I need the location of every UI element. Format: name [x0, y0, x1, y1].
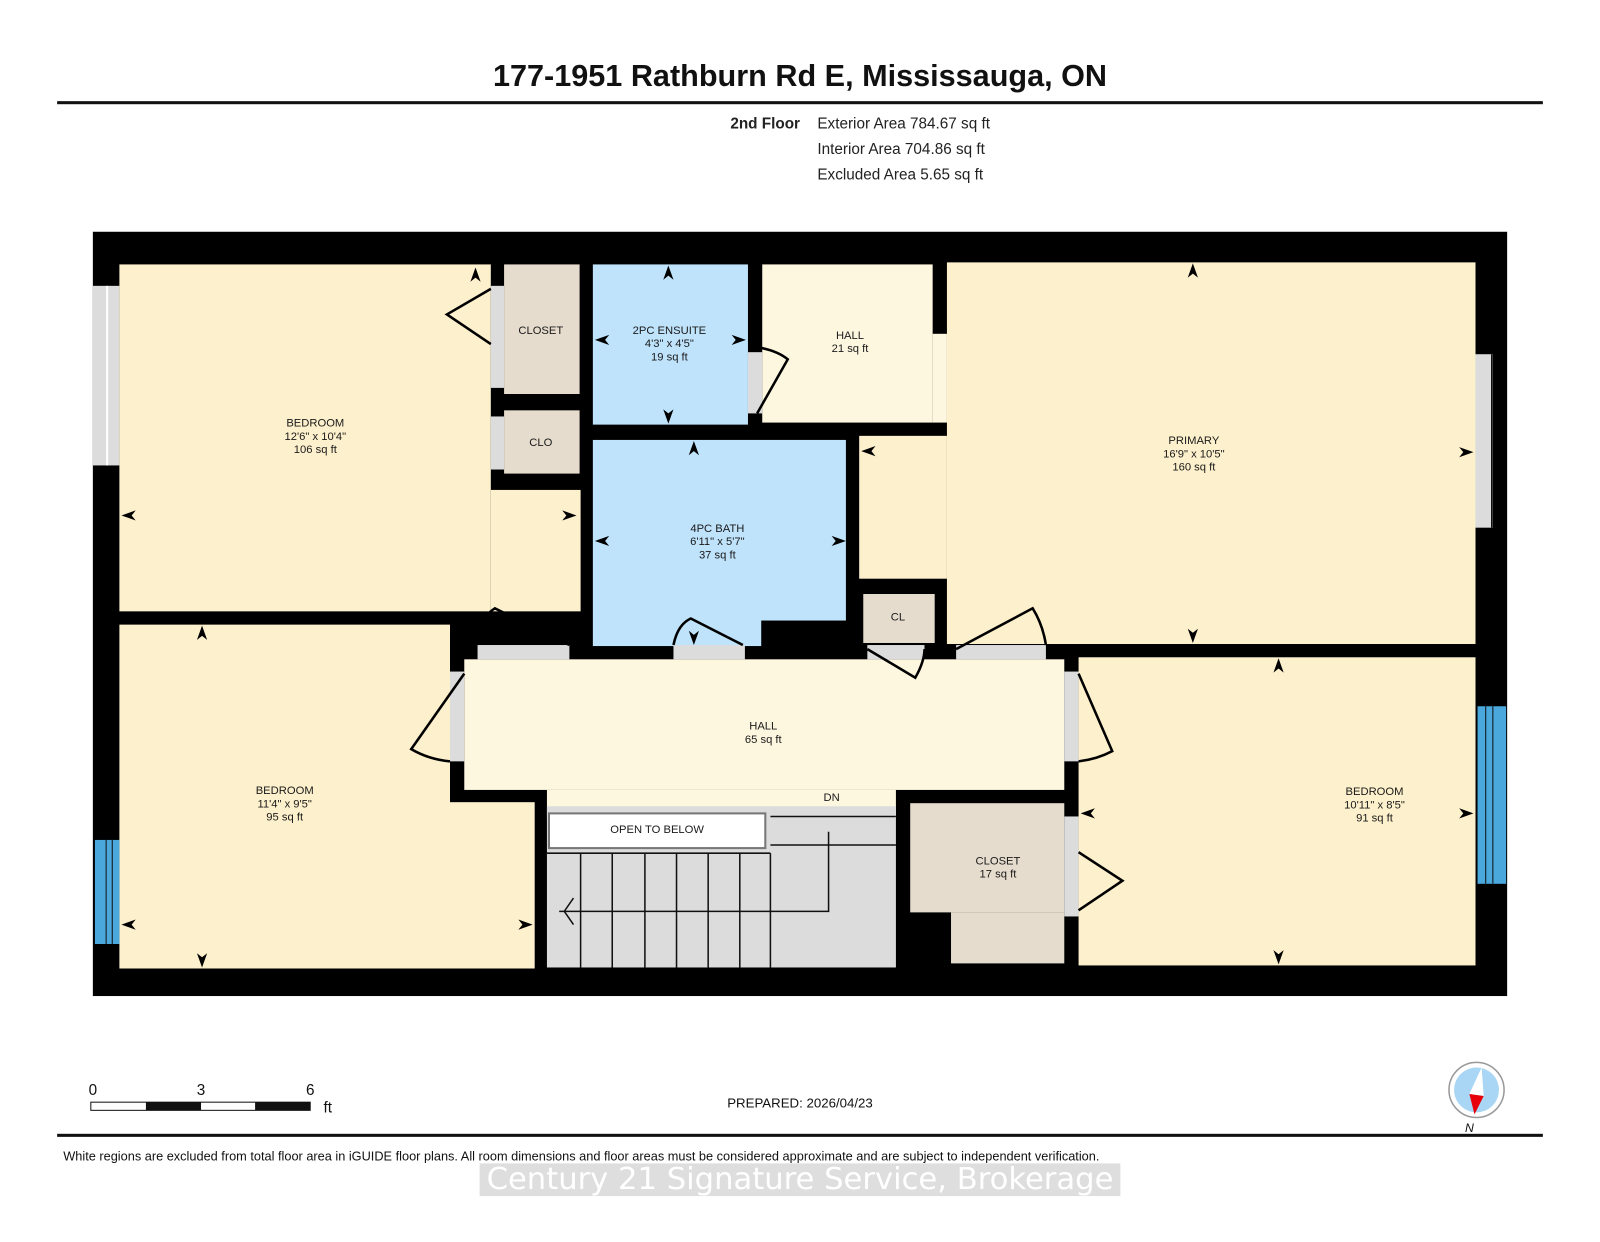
room-closet-s-ext: [951, 912, 1065, 964]
closet-s-opening: [1064, 816, 1079, 917]
room-hall-main: [464, 659, 1065, 790]
room-ensuite: [592, 264, 748, 425]
bath-dims: 6'11" x 5'7": [690, 536, 744, 548]
bath-area: 37 sq ft: [699, 549, 737, 561]
door-swings: [409, 287, 1125, 912]
watermark-bg: [479, 1163, 1121, 1197]
ensuite-name: 2PC ENSUITE: [633, 325, 707, 337]
room-closet-n: [504, 264, 580, 395]
primary-window: [1475, 354, 1493, 528]
disclaimer: White regions are excluded from total fl…: [63, 1148, 1099, 1163]
room-primary: [946, 262, 1476, 645]
ensuite-dims: 4'3" x 4'5": [645, 338, 694, 350]
bedroom-se-window: [1477, 706, 1507, 884]
room-bedroom-se: [1078, 657, 1476, 966]
ensuite-opening: [747, 352, 763, 414]
ensuite-area: 19 sq ft: [651, 351, 689, 363]
clo-name: CLO: [529, 437, 552, 449]
closet-n-name: CLOSET: [518, 325, 563, 337]
open-to-below: [547, 812, 767, 850]
bedroom-se-dims: 10'11" x 8'5": [1344, 799, 1405, 811]
floor-label: 2nd Floor: [730, 116, 800, 133]
scale-bar: 0 3 6 ft: [89, 1082, 333, 1116]
bedroom-sw-area: 95 sq ft: [266, 812, 304, 824]
room-bedroom-sw: [119, 624, 450, 969]
hall-main-area: 65 sq ft: [745, 734, 783, 746]
door-opening: [867, 645, 925, 660]
primary-name: PRIMARY: [1168, 435, 1219, 447]
stairs-down-label: DN: [824, 792, 840, 804]
room-bedroom-nw-ext: [490, 489, 581, 612]
header-divider: [57, 101, 1543, 105]
stair-treads: [546, 815, 896, 968]
room-hall-n: [762, 264, 933, 423]
watermark: Century 21 Signature Service, Brokerage: [487, 1162, 1114, 1197]
floor-plan: BEDROOM 12'6" x 10'4" 106 sq ft CLOSET C…: [92, 231, 1508, 997]
dimension-arrows: [121, 263, 1474, 968]
closet-s-area: 17 sq ft: [980, 869, 1018, 881]
room-bath: [592, 439, 846, 647]
door-opening: [1064, 671, 1079, 762]
bath-wall-block: [761, 620, 847, 652]
bedroom-nw-area: 106 sq ft: [294, 444, 338, 456]
room-bedroom-sw-ext: [450, 802, 535, 969]
scale-unit: ft: [323, 1099, 332, 1116]
hall-n-area: 21 sq ft: [832, 343, 870, 355]
open-to-below-label: OPEN TO BELOW: [610, 824, 704, 836]
room-bedroom-nw: [119, 264, 491, 612]
door-opening: [673, 645, 745, 660]
closet-opening: [490, 285, 505, 388]
clo-opening: [490, 416, 505, 470]
hall-n-name: HALL: [836, 330, 864, 342]
door-opening: [956, 645, 1046, 660]
footer-divider: [57, 1133, 1543, 1137]
room-primary-ext: [859, 435, 947, 579]
bedroom-se-area: 91 sq ft: [1356, 813, 1394, 825]
door-opening: [450, 671, 465, 762]
exterior-area: Exterior Area 784.67 sq ft: [817, 116, 990, 133]
page-title: 177-1951 Rathburn Rd E, Mississauga, ON: [493, 59, 1107, 93]
room-closet-s: [910, 803, 1065, 913]
compass-north-label: N: [1465, 1121, 1474, 1135]
room-clo: [504, 410, 580, 474]
hall-n-opening: [932, 333, 947, 423]
scale-tick-0: 0: [89, 1082, 98, 1099]
bedroom-sw-dims: 11'4" x 9'5": [257, 798, 311, 810]
bedroom-nw-name: BEDROOM: [286, 418, 344, 430]
scale-tick-3: 3: [197, 1082, 206, 1099]
door-opening: [477, 645, 570, 660]
primary-area: 160 sq ft: [1172, 462, 1216, 474]
interior-area: Interior Area 704.86 sq ft: [817, 141, 985, 158]
primary-dims: 16'9" x 10'5": [1163, 448, 1225, 460]
scale-tick-6: 6: [306, 1082, 315, 1099]
prepared-date: PREPARED: 2026/04/23: [727, 1095, 873, 1110]
bath-name: 4PC BATH: [690, 523, 744, 535]
cl-name: CL: [891, 612, 905, 624]
bedroom-sw-name: BEDROOM: [256, 785, 314, 797]
excluded-area: Excluded Area 5.65 sq ft: [817, 167, 984, 184]
hall-main-name: HALL: [749, 721, 777, 733]
compass-icon: N: [1448, 1061, 1505, 1135]
bedroom-nw-dims: 12'6" x 10'4": [285, 431, 347, 443]
bedroom-se-name: BEDROOM: [1346, 786, 1404, 798]
room-cl: [863, 594, 935, 643]
bedroom-sw-window: [94, 839, 120, 945]
closet-s-name: CLOSET: [976, 855, 1021, 867]
